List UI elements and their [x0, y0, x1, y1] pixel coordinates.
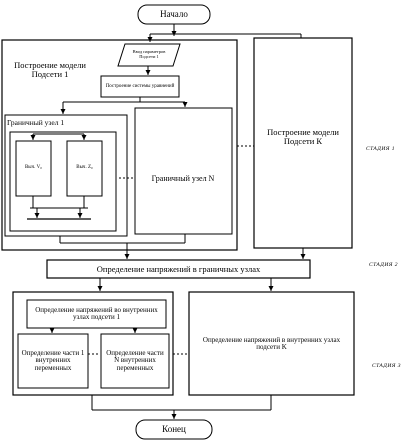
subnet1-internal-frame	[12, 291, 174, 396]
start-label: Начало	[160, 8, 188, 19]
calc-v-label: Выч. V₀	[24, 165, 43, 171]
stage2-label: СТАДИЯ 2	[369, 262, 399, 268]
calc-z-label: Выч. Z₀	[76, 165, 93, 171]
partN-vars-box	[100, 333, 170, 389]
boundary-voltages-box	[46, 259, 311, 279]
boundary-node-N-label: Граничный узел N	[151, 173, 215, 183]
part1-vars-label: Определение части 1 внутренних переменны…	[21, 348, 85, 372]
boundary-node-1-frame	[4, 114, 128, 237]
subnet1-model-frame	[1, 39, 238, 251]
internal-subnet1-label: Определение напряжений во внутренних узл…	[35, 305, 158, 321]
boundary-node-1-inner	[9, 131, 117, 232]
end-terminal-shape	[135, 419, 213, 440]
end-label: Конец	[162, 423, 186, 434]
subnet1-model-title: Построение модели Подсети 1	[14, 60, 86, 79]
build-equations-label: Построение системы уравнений	[105, 83, 175, 89]
part1-vars-box	[17, 333, 89, 389]
internal-subnet1-box	[26, 299, 167, 329]
partN-vars-label: Определение части N внутренних переменны…	[106, 348, 164, 372]
stage1-label: СТАДИЯ 1	[366, 146, 396, 152]
boundary-node-1-label: Граничный узел 1	[7, 117, 65, 127]
internal-subnetK-label: Определение напряжений в внутренних узла…	[202, 335, 341, 351]
input-params-shape	[117, 43, 181, 67]
input-params-label: Ввод параметров Подсети 1	[132, 49, 166, 59]
boundary-node-N-box	[134, 107, 233, 235]
subnetK-model-label: Построение модели Подсети К	[267, 127, 339, 146]
boundary-voltages-label: Определение напряжений в граничных узлах	[96, 263, 261, 274]
stage3-label: СТАДИЯ 3	[372, 363, 402, 369]
